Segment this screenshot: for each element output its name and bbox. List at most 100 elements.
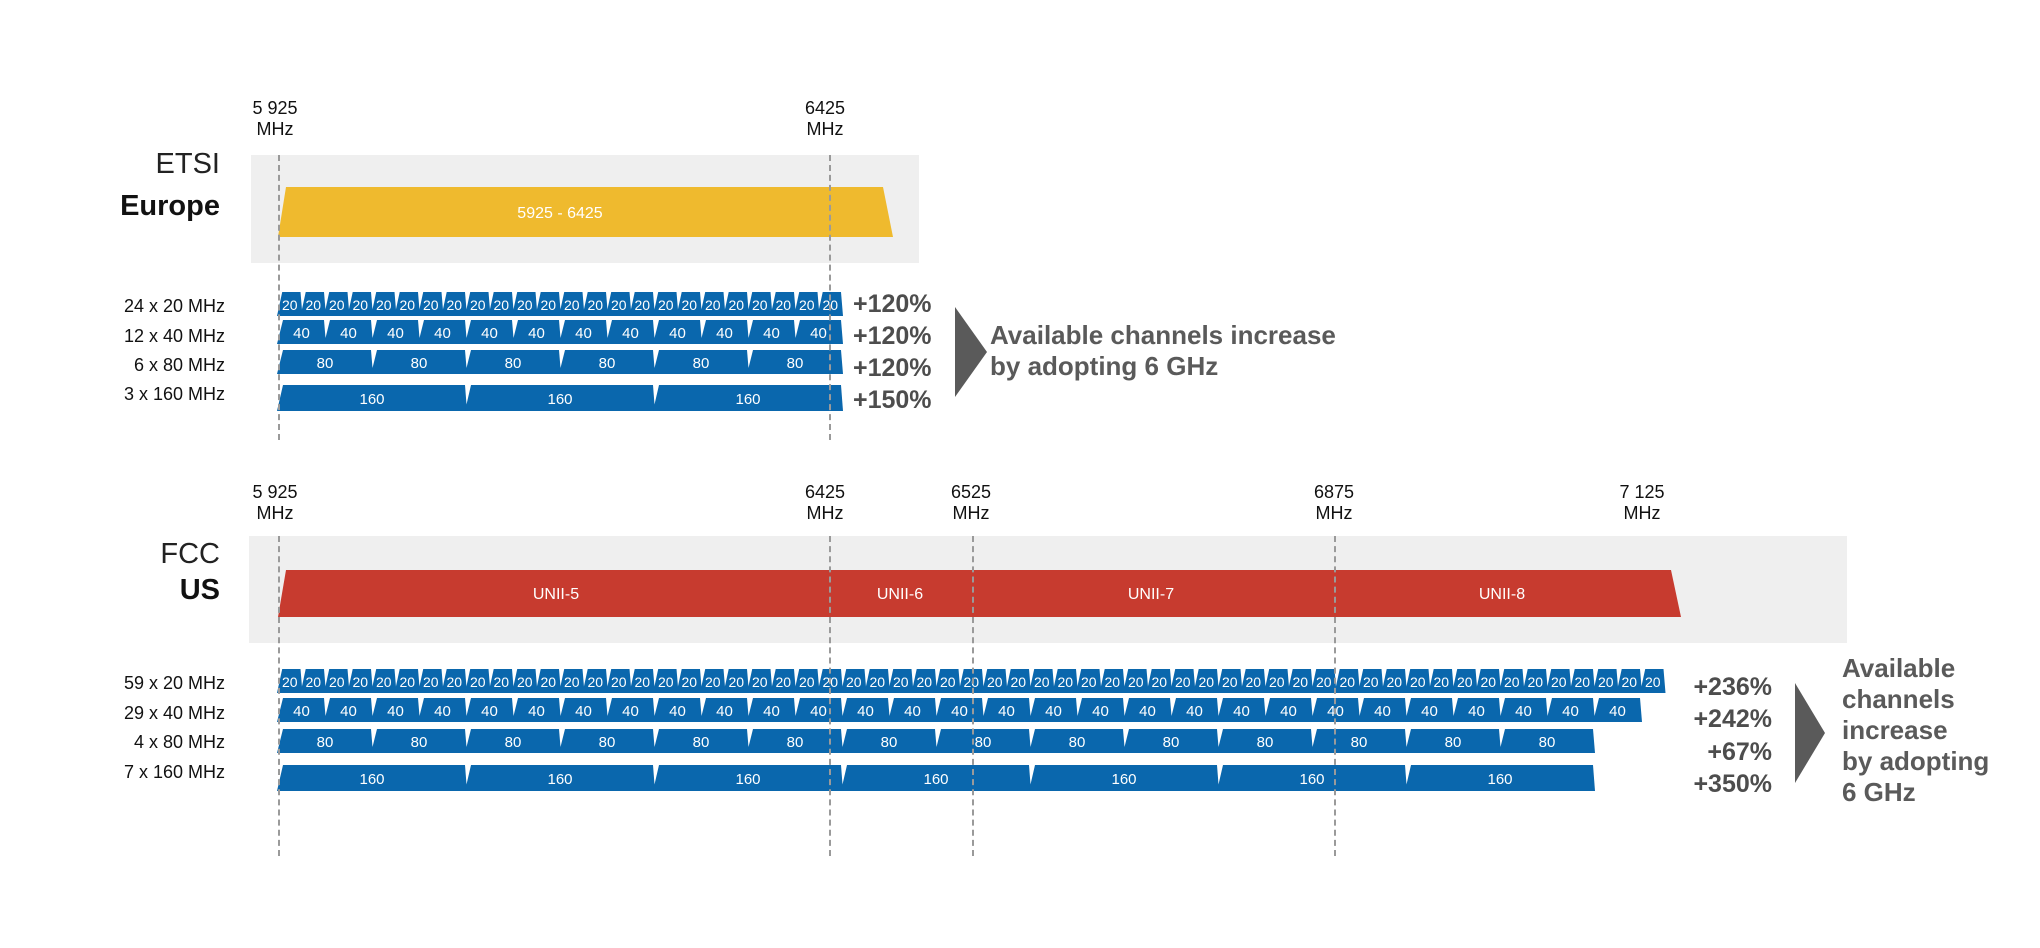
channel-80mhz-block <box>935 729 1031 753</box>
channel-20mhz-block <box>347 292 373 316</box>
channel-20mhz-label: 20 <box>940 674 956 690</box>
etsi-section: 5 925 MHz 6425 MHz ETSI Europe 5925 - 64… <box>0 0 2040 440</box>
channel-160mhz-label: 160 <box>547 771 572 788</box>
channel-20mhz-label: 20 <box>305 674 321 690</box>
channel-20mhz-label: 20 <box>540 674 556 690</box>
channel-20mhz-block <box>1076 669 1102 693</box>
channel-80mhz-label: 80 <box>317 734 334 751</box>
channel-40mhz-block <box>371 320 420 344</box>
etsi-row-label-80: 6 x 80 MHz <box>133 355 225 375</box>
channel-20mhz-block <box>1029 669 1055 693</box>
channel-20mhz-block <box>1052 669 1078 693</box>
channel-20mhz-block <box>911 669 937 693</box>
channel-40mhz-label: 40 <box>998 703 1015 720</box>
fcc-freq-7125: 7 125 MHz <box>1602 482 1682 524</box>
channel-160mhz-block <box>277 765 467 791</box>
channel-20mhz-block <box>676 669 702 693</box>
channel-20mhz-block <box>512 669 538 693</box>
fcc-freq-6875: 6875 MHz <box>1294 482 1374 524</box>
channel-20mhz-block <box>1193 669 1219 693</box>
channel-20mhz-label: 20 <box>1598 674 1614 690</box>
fcc-band-bar <box>278 570 1681 617</box>
fcc-region-country: US <box>179 574 220 606</box>
channel-20mhz-block <box>277 669 303 693</box>
channel-40mhz-block <box>1499 698 1548 722</box>
channel-40mhz-label: 40 <box>669 703 686 720</box>
channel-20mhz-label: 20 <box>470 297 486 313</box>
channel-20mhz-label: 20 <box>916 674 932 690</box>
channel-20mhz-label: 20 <box>517 674 533 690</box>
channel-40mhz-label: 40 <box>951 703 968 720</box>
etsi-row-label-160: 3 x 160 MHz <box>123 384 225 404</box>
freq-unit: MHz <box>1623 503 1661 523</box>
channel-40mhz-label: 40 <box>1468 703 1485 720</box>
channel-80mhz-label: 80 <box>1069 734 1086 751</box>
channel-40mhz-block <box>559 698 608 722</box>
callout-line: Available channels increase <box>990 320 1336 350</box>
fcc-region-name: FCC <box>160 538 220 570</box>
channel-20mhz-block <box>1428 669 1454 693</box>
channel-20mhz-label: 20 <box>775 674 791 690</box>
channel-80mhz-block <box>1405 729 1501 753</box>
channel-20mhz-block <box>488 292 514 316</box>
channel-20mhz-label: 20 <box>352 297 368 313</box>
channel-80mhz-block <box>559 350 655 374</box>
channel-20mhz-block <box>535 292 561 316</box>
channel-40mhz-label: 40 <box>293 325 310 342</box>
channel-160mhz-label: 160 <box>1299 771 1324 788</box>
channel-20mhz-label: 20 <box>893 674 909 690</box>
channel-20mhz-label: 20 <box>1104 674 1120 690</box>
channel-40mhz-label: 40 <box>1139 703 1156 720</box>
channel-80mhz-label: 80 <box>787 734 804 751</box>
channel-20mhz-label: 20 <box>399 674 415 690</box>
fcc-dash-5925 <box>278 536 280 856</box>
freq-value: 6425 <box>804 98 846 118</box>
channel-20mhz-label: 20 <box>1621 674 1637 690</box>
channel-20mhz-label: 20 <box>1527 674 1543 690</box>
channel-160mhz-block <box>277 385 467 411</box>
freq-unit: MHz <box>806 119 844 139</box>
channel-20mhz-label: 20 <box>1645 674 1661 690</box>
channel-40mhz-block <box>982 698 1031 722</box>
channel-20mhz-block <box>1616 669 1642 693</box>
channel-20mhz-label: 20 <box>1010 674 1026 690</box>
fcc-dash-6875 <box>1334 536 1336 856</box>
channel-20mhz-label: 20 <box>705 297 721 313</box>
channel-40mhz-block <box>371 698 420 722</box>
callout-line: 6 GHz <box>1842 777 1916 807</box>
channel-40mhz-block <box>418 320 467 344</box>
channel-20mhz-label: 20 <box>1198 674 1214 690</box>
fcc-callout: Available channels increase by adopting … <box>1842 653 1989 808</box>
channel-40mhz-block <box>1405 698 1454 722</box>
fcc-pct-80: +67% <box>1707 738 1772 766</box>
channel-40mhz-label: 40 <box>434 703 451 720</box>
channel-80mhz-label: 80 <box>693 734 710 751</box>
channel-40mhz-label: 40 <box>1045 703 1062 720</box>
channel-20mhz-label: 20 <box>869 674 885 690</box>
channel-80mhz-label: 80 <box>1163 734 1180 751</box>
channel-20mhz-label: 20 <box>634 297 650 313</box>
channel-80mhz-label: 80 <box>411 355 428 372</box>
etsi-callout-arrow <box>955 307 987 397</box>
channel-20mhz-label: 20 <box>728 297 744 313</box>
channel-20mhz-label: 20 <box>376 674 392 690</box>
channel-40mhz-label: 40 <box>387 703 404 720</box>
channel-20mhz-block <box>1334 669 1360 693</box>
channel-80mhz-label: 80 <box>787 355 804 372</box>
channel-20mhz-block <box>794 292 820 316</box>
channel-20mhz-block <box>324 292 350 316</box>
channel-20mhz-label: 20 <box>634 674 650 690</box>
channel-40mhz-block <box>935 698 984 722</box>
channel-20mhz-label: 20 <box>587 674 603 690</box>
channel-20mhz-label: 20 <box>540 297 556 313</box>
fcc-freq-6425: 6425 MHz <box>785 482 865 524</box>
channel-40mhz-label: 40 <box>763 325 780 342</box>
channel-20mhz-block <box>700 669 726 693</box>
channel-20mhz-block <box>1311 669 1337 693</box>
channel-20mhz-label: 20 <box>728 674 744 690</box>
channel-20mhz-block <box>277 292 303 316</box>
fcc-row-label-160: 7 x 160 MHz <box>123 762 225 782</box>
channel-20mhz-block <box>1640 669 1666 693</box>
